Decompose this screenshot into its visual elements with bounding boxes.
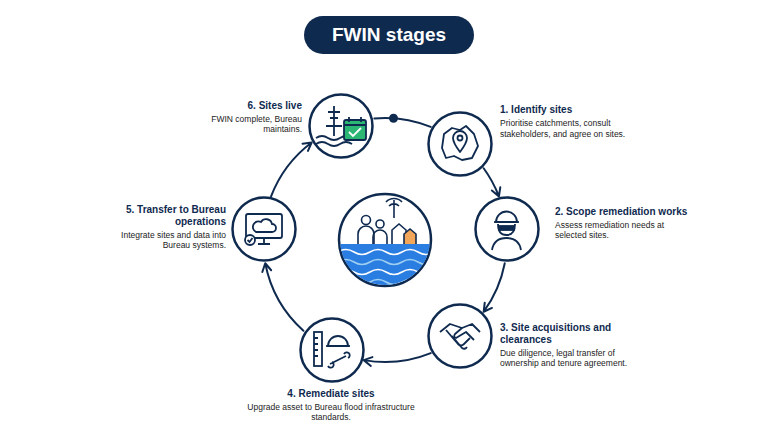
ring-connector bbox=[374, 118, 430, 127]
stage-description: Upgrade asset to Bureau flood infrastruc… bbox=[246, 402, 416, 423]
ring-connector bbox=[484, 168, 501, 196]
map-pin-icon bbox=[442, 126, 478, 160]
stage-heading: 2. Scope remediation works bbox=[555, 206, 690, 218]
stage-text: 4. Remediate sitesUpgrade asset to Burea… bbox=[246, 388, 416, 423]
stage-description: Prioritise catchments, consult stakehold… bbox=[500, 118, 650, 139]
stage-icon-circle: 3. Site acquisitions and clearancesDue d… bbox=[427, 303, 493, 369]
stage-description: FWIN complete, Bureau maintains. bbox=[196, 114, 302, 135]
title-pill: FWIN stages bbox=[304, 16, 474, 54]
stage-heading: 1. Identify sites bbox=[500, 104, 650, 116]
stage-text: 1. Identify sitesPrioritise catchments, … bbox=[500, 104, 650, 139]
stage-icon-circle: 6. Sites liveFWIN complete, Bureau maint… bbox=[308, 93, 374, 159]
icon-backgrounds bbox=[231, 93, 540, 383]
stage-text: 2. Scope remediation worksAssess remedia… bbox=[555, 206, 690, 241]
circle-outline bbox=[427, 303, 493, 369]
stage-icon-circle: 5. Transfer to Bureau operationsIntegrat… bbox=[231, 196, 297, 262]
centre-illustration bbox=[335, 194, 435, 294]
handshake-icon bbox=[440, 324, 480, 349]
ring-connector bbox=[364, 353, 431, 366]
stage-heading: 6. Sites live bbox=[196, 100, 302, 112]
stage-description: Assess remediation needs at selected sit… bbox=[555, 220, 690, 241]
circle-outline bbox=[231, 196, 297, 262]
worker-icon bbox=[492, 212, 521, 251]
circle-outline bbox=[427, 111, 493, 177]
stage-icon-circle: 1. Identify sitesPrioritise catchments, … bbox=[427, 111, 493, 177]
ring-connector bbox=[484, 263, 505, 312]
circle-outline bbox=[308, 93, 374, 159]
ruler-helmet-icon bbox=[314, 332, 350, 368]
ring-connector bbox=[271, 143, 312, 197]
stage-heading: 3. Site acquisitions and clearances bbox=[500, 322, 655, 346]
stage-icon-circle: 2. Scope remediation worksAssess remedia… bbox=[474, 196, 540, 262]
gauge-calendar-icon bbox=[316, 106, 366, 146]
stage-icon-circle: 4. Remediate sitesUpgrade asset to Burea… bbox=[299, 317, 365, 383]
stage-description: Integrate sites and data into Bureau sys… bbox=[118, 230, 226, 251]
circle-outline bbox=[474, 196, 540, 262]
circle-outline bbox=[299, 317, 365, 383]
stage-heading: 4. Remediate sites bbox=[246, 388, 416, 400]
monitor-cloud-icon bbox=[245, 214, 282, 245]
stage-heading: 5. Transfer to Bureau operations bbox=[118, 204, 226, 228]
stage-text: 6. Sites liveFWIN complete, Bureau maint… bbox=[196, 100, 302, 135]
stage-text: 5. Transfer to Bureau operationsIntegrat… bbox=[118, 204, 226, 251]
ring-connector bbox=[262, 263, 303, 330]
stage-description: Due diligence, legal transfer of ownersh… bbox=[500, 348, 655, 369]
stage-text: 3. Site acquisitions and clearancesDue d… bbox=[500, 322, 655, 369]
